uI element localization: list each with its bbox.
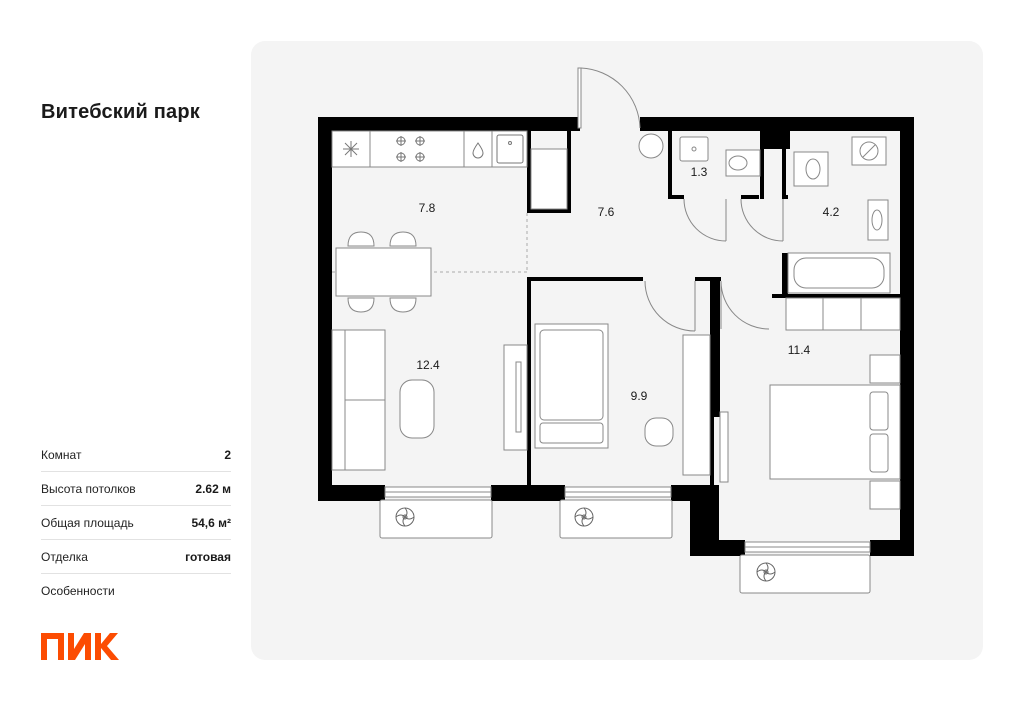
spec-features-label: Особенности	[41, 583, 115, 598]
dining-table-icon	[335, 231, 432, 313]
room-area-toilet: 1.3	[691, 165, 708, 179]
spec-area-label: Общая площадь	[41, 515, 134, 530]
room-area-kitchen: 7.8	[419, 201, 436, 215]
kitchen-counter	[331, 130, 528, 168]
spec-ceiling: Высота потолков 2.62 м	[41, 472, 231, 506]
apartment-specs: Комнат 2 Высота потолков 2.62 м Общая пл…	[41, 438, 231, 607]
tv-stand-icon	[503, 344, 528, 451]
stove-icon	[396, 136, 425, 162]
coffee-table-icon	[399, 379, 435, 439]
wardrobe-icon	[530, 148, 568, 210]
balconies	[379, 499, 871, 594]
spec-rooms-value: 2	[224, 447, 231, 462]
spec-rooms: Комнат 2	[41, 438, 231, 472]
room-area-living: 12.4	[416, 358, 440, 372]
windows	[384, 486, 871, 553]
spec-finish-value: готовая	[185, 549, 231, 564]
interior-walls	[527, 131, 900, 487]
bathroom-fixtures	[787, 136, 891, 294]
room-area-hallway: 7.6	[598, 205, 615, 219]
desk-icon	[644, 334, 711, 476]
toilet-room-fixtures	[679, 136, 761, 177]
spec-finish: Отделка готовая	[41, 540, 231, 574]
pik-logo-mark	[41, 633, 119, 660]
air-conditioner-icon	[395, 507, 776, 582]
spec-finish-label: Отделка	[41, 549, 88, 564]
project-title: Витебский парк	[41, 101, 200, 123]
entrance-door	[577, 67, 641, 129]
water-drop-icon	[472, 142, 484, 159]
double-bed-icon	[769, 354, 901, 510]
spec-ceiling-value: 2.62 м	[195, 481, 231, 496]
spec-rooms-label: Комнат	[41, 447, 82, 462]
spec-area-value: 54,6 м²	[191, 515, 231, 530]
spec-ceiling-label: Высота потолков	[41, 481, 136, 496]
spec-area: Общая площадь 54,6 м²	[41, 506, 231, 540]
spec-features: Особенности	[41, 574, 231, 607]
closet-icon	[785, 297, 901, 331]
room-area-bedroom-large: 11.4	[788, 343, 811, 357]
exterior-walls	[318, 117, 914, 556]
washer-icon	[638, 133, 664, 159]
single-bed-icon	[534, 323, 609, 449]
fridge-icon	[343, 141, 359, 157]
sofa-icon	[331, 329, 386, 471]
room-area-bathroom: 4.2	[823, 205, 840, 219]
pik-logo	[40, 632, 120, 667]
dresser-icon	[719, 411, 729, 483]
room-area-bedroom-small: 9.9	[631, 389, 648, 403]
kitchen-sink-icon	[496, 134, 524, 164]
interior-doors	[644, 198, 784, 332]
